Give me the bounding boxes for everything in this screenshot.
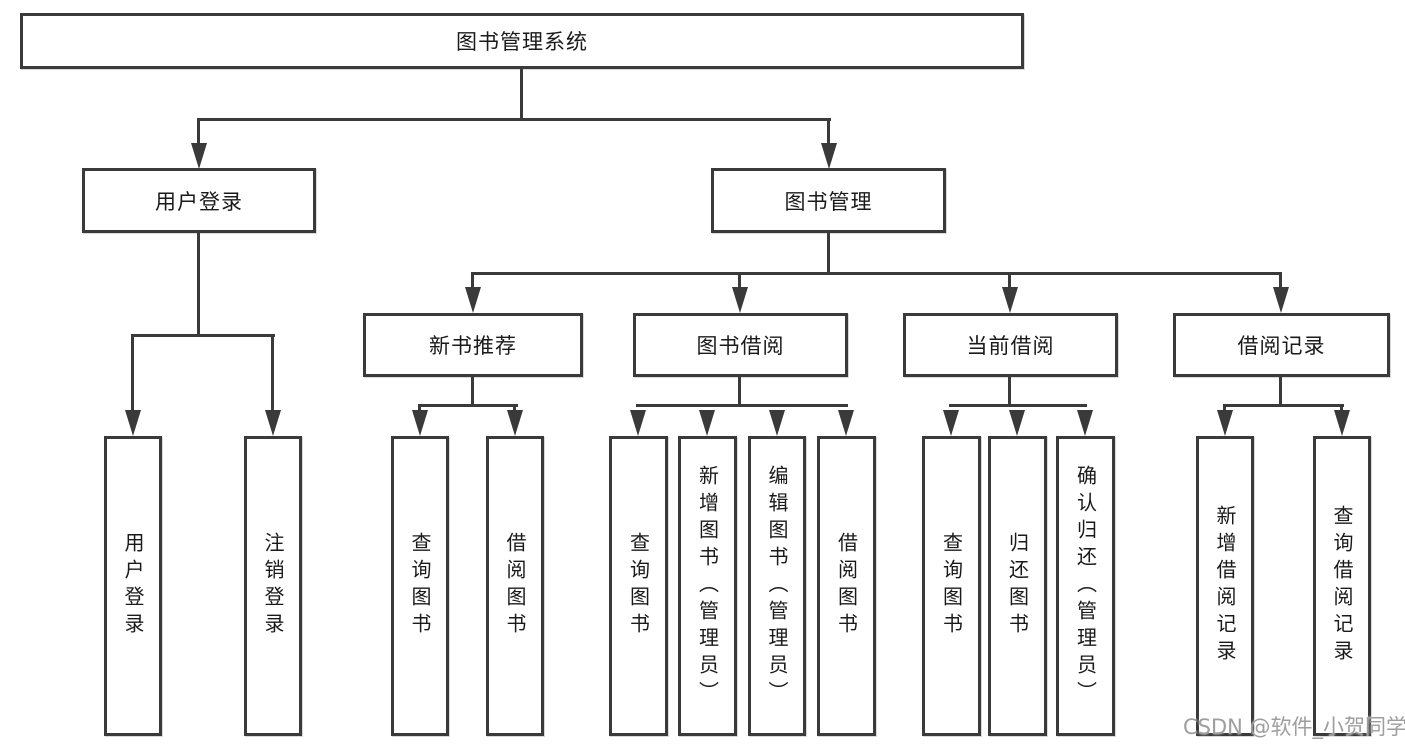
connector-line	[1008, 377, 1011, 407]
leaf-recommend-borrow-book: 借阅图书	[486, 436, 544, 736]
arrowhead-icon	[943, 410, 959, 436]
node-new-book-recommend: 新书推荐	[363, 313, 583, 377]
leaf-recommend-query-book: 查询图书	[391, 436, 449, 736]
arrowhead-icon	[412, 410, 428, 436]
leaf-user-login-label: 用户登录	[121, 532, 145, 640]
connector-line	[471, 272, 1282, 275]
arrowhead-icon	[465, 287, 481, 313]
connector-line	[131, 334, 275, 337]
node-current-borrow: 当前借阅	[903, 313, 1118, 377]
connector-line	[636, 404, 848, 407]
arrowhead-icon	[699, 410, 715, 436]
connector-line	[471, 272, 474, 292]
node-root-label: 图书管理系统	[456, 30, 588, 54]
arrowhead-icon	[1002, 287, 1018, 313]
connector-line	[1279, 272, 1282, 292]
leaf-edit-book-admin: 编辑图书（管理员）	[748, 436, 806, 736]
node-root: 图书管理系统	[20, 13, 1024, 69]
csdn-watermark: CSDN @软件_小贺同学	[1183, 715, 1405, 739]
leaf-edit-book-admin-label: 编辑图书（管理员）	[765, 464, 789, 708]
arrowhead-icon	[821, 143, 837, 169]
leaf-borrow-book: 借阅图书	[817, 436, 876, 736]
arrowhead-icon	[125, 410, 141, 436]
leaf-recommend-query-book-label: 查询图书	[408, 532, 432, 640]
leaf-borrow-query-book-label: 查询图书	[626, 532, 651, 640]
arrowhead-icon	[1217, 410, 1233, 436]
connector-line	[1223, 404, 1344, 407]
arrowhead-icon	[191, 143, 207, 169]
leaf-return-book: 归还图书	[988, 436, 1047, 736]
connector-line	[738, 272, 741, 292]
leaf-user-login: 用户登录	[104, 436, 162, 736]
connector-line	[271, 334, 274, 414]
arrowhead-icon	[1334, 410, 1350, 436]
leaf-borrow-book-label: 借阅图书	[834, 532, 859, 640]
connector-line	[197, 233, 200, 337]
node-book-management: 图书管理	[711, 168, 946, 233]
connector-line	[827, 118, 830, 148]
leaf-add-borrow-record: 新增借阅记录	[1196, 436, 1254, 736]
leaf-current-query-book-label: 查询图书	[939, 532, 964, 640]
connector-line	[131, 334, 134, 414]
node-user-login-label: 用户登录	[155, 189, 243, 214]
arrowhead-icon	[838, 410, 854, 436]
arrowhead-icon	[1077, 410, 1093, 436]
leaf-query-borrow-record-label: 查询借阅记录	[1330, 505, 1354, 667]
connector-line	[949, 404, 1087, 407]
leaf-current-query-book: 查询图书	[922, 436, 981, 736]
connector-line	[471, 377, 474, 407]
connector-line	[1279, 377, 1282, 407]
node-user-login: 用户登录	[82, 168, 316, 233]
leaf-return-book-label: 归还图书	[1005, 532, 1030, 640]
arrowhead-icon	[1009, 410, 1025, 436]
connector-line	[738, 377, 741, 407]
leaf-add-book-admin: 新增图书（管理员）	[678, 436, 737, 736]
connector-line	[827, 233, 830, 275]
connector-line	[1008, 272, 1011, 292]
node-book-management-label: 图书管理	[784, 189, 873, 214]
leaf-logout-label: 注销登录	[261, 532, 285, 640]
node-borrow-record-label: 借阅记录	[1237, 334, 1326, 358]
arrowhead-icon	[769, 410, 785, 436]
leaf-confirm-return-admin: 确认归还（管理员）	[1056, 436, 1115, 736]
node-borrow-record: 借阅记录	[1173, 313, 1390, 377]
connector-line	[197, 118, 831, 121]
arrowhead-icon	[265, 410, 281, 436]
leaf-recommend-borrow-book-label: 借阅图书	[503, 532, 527, 640]
leaf-query-borrow-record: 查询借阅记录	[1313, 436, 1371, 736]
arrowhead-icon	[507, 410, 523, 436]
node-book-borrow: 图书借阅	[633, 313, 848, 377]
leaf-add-book-admin-label: 新增图书（管理员）	[695, 464, 720, 708]
node-new-book-recommend-label: 新书推荐	[429, 334, 517, 358]
leaf-logout: 注销登录	[244, 436, 302, 736]
connector-line	[197, 118, 200, 148]
connector-line	[520, 69, 523, 120]
leaf-borrow-query-book: 查询图书	[609, 436, 668, 736]
node-current-borrow-label: 当前借阅	[966, 334, 1055, 358]
node-book-borrow-label: 图书借阅	[696, 334, 785, 358]
arrowhead-icon	[1273, 287, 1289, 313]
arrowhead-icon	[732, 287, 748, 313]
leaf-add-borrow-record-label: 新增借阅记录	[1213, 505, 1237, 667]
connector-line	[418, 404, 518, 407]
arrowhead-icon	[630, 410, 646, 436]
leaf-confirm-return-admin-label: 确认归还（管理员）	[1073, 464, 1098, 708]
